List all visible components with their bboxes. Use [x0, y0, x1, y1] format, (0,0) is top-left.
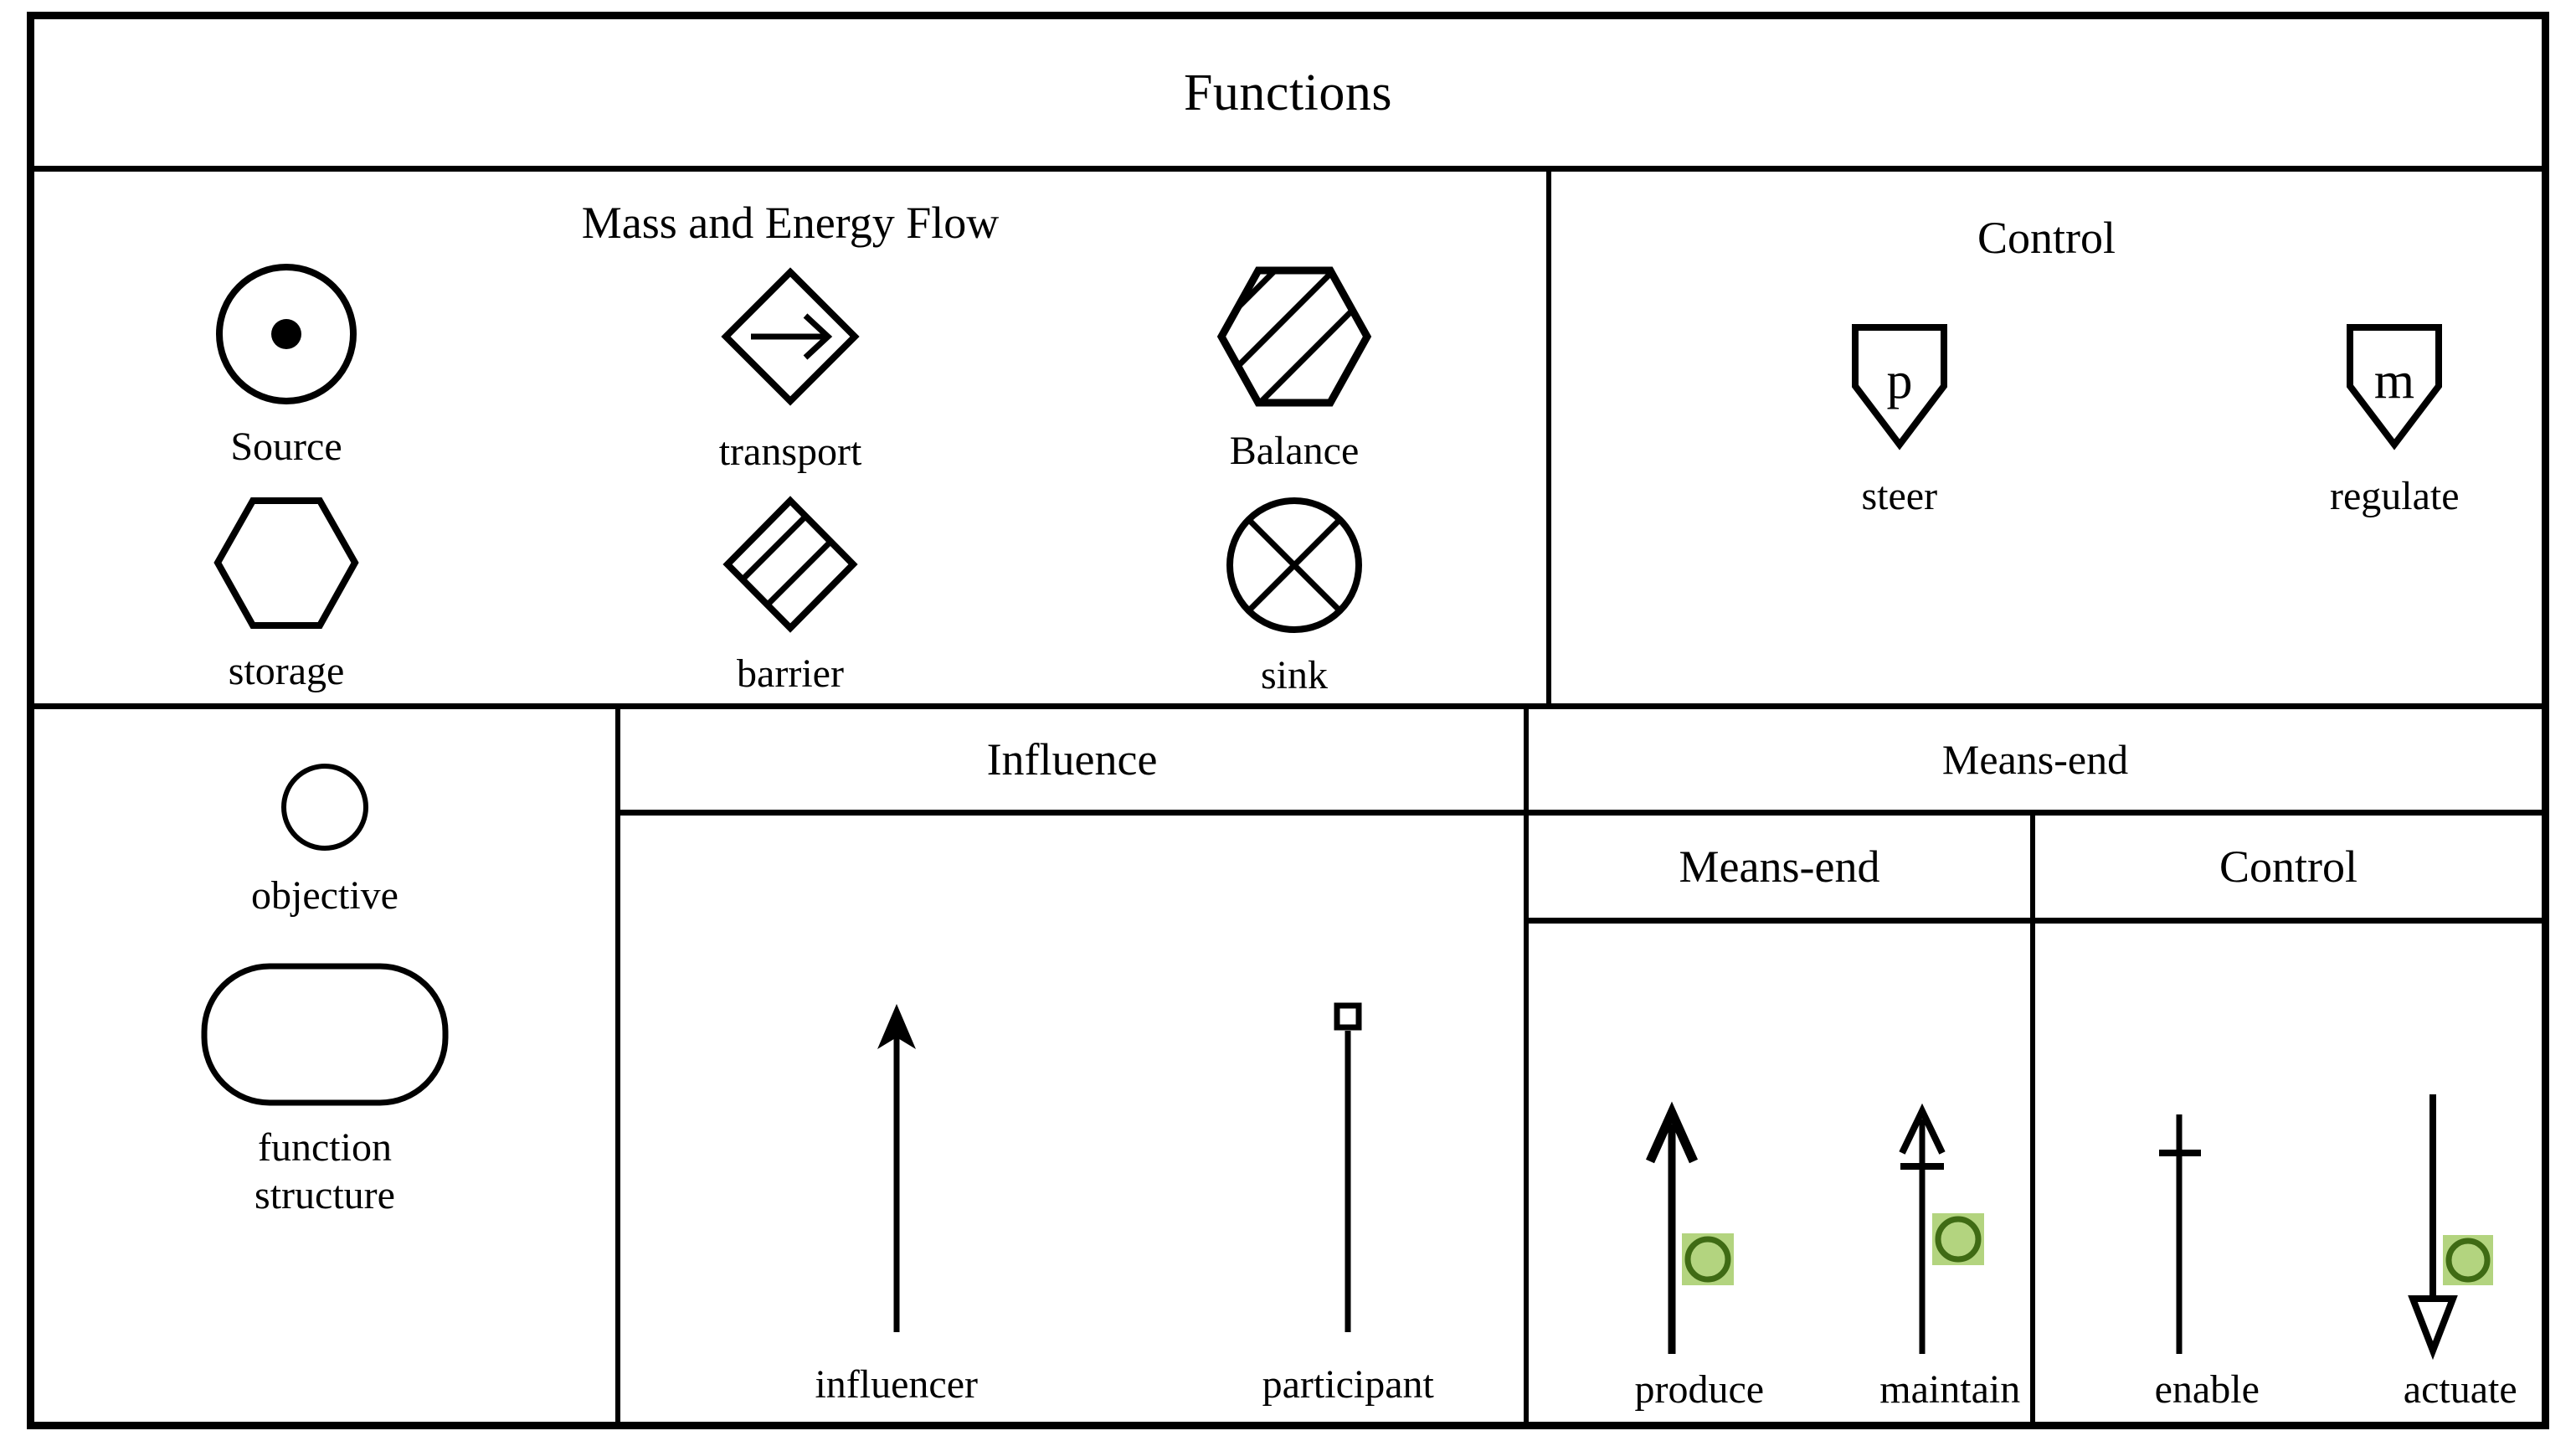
section-heading-mass-energy: Mass and Energy Flow [581, 198, 1000, 248]
svg-text:m: m [2374, 353, 2414, 409]
symbol-label-line2: structure [255, 1172, 395, 1217]
symbol-label: produce [1634, 1367, 1765, 1413]
section-control-top: Control p steer [1551, 172, 2542, 703]
mass-energy-row-2: storage [34, 494, 1546, 697]
symbol-label-line1: function [258, 1124, 392, 1170]
circle-outline-icon [279, 761, 371, 853]
green-circle-marker [1932, 1213, 1985, 1266]
section-heading-control-top: Control [1977, 213, 2116, 263]
symbol-label: objective [251, 873, 398, 918]
means-end-header-cell: Means-end [1529, 709, 2542, 816]
influence-header-cell: Influence [620, 709, 1524, 816]
section-mass-and-energy-flow: Mass and Energy Flow Source [34, 172, 1551, 703]
symbol-label: enable [2154, 1367, 2260, 1413]
symbol-label: sink [1260, 652, 1328, 697]
green-circle-marker [1681, 1233, 1734, 1286]
symbol-label: storage [228, 648, 345, 693]
means-end-subcolumns: Means-end [1529, 816, 2542, 1422]
up-arrow-open-head-crossbar-icon [1895, 1103, 2004, 1357]
symbol-regulate[interactable]: m regulate [2172, 321, 2576, 518]
symbol-label: Source [230, 425, 342, 469]
symbol-source[interactable]: Source [37, 259, 536, 469]
subsection-control: Control enable [2035, 816, 2542, 1422]
sub-control-header-cell: Control [2035, 816, 2542, 924]
symbol-label: Balance [1229, 429, 1360, 473]
symbol-steer[interactable]: p steer [1677, 321, 2122, 518]
symbol-enable[interactable]: enable [2080, 924, 2334, 1422]
symbol-barrier[interactable]: barrier [541, 494, 1040, 696]
stadium-icon [199, 961, 450, 1108]
table-title-row: Functions [34, 19, 2542, 172]
symbol-label: transport [718, 430, 862, 474]
sub-means-end-body: produce [1529, 924, 2121, 1422]
line-with-crossbar-icon [2152, 1106, 2261, 1357]
section-heading-means-end: Means-end [1941, 736, 2129, 783]
symbol-actuate[interactable]: actuate [2334, 924, 2576, 1422]
hexagon-striped-icon [1215, 264, 1374, 410]
symbol-storage[interactable]: storage [37, 494, 536, 693]
symbol-produce[interactable]: produce [1574, 924, 1825, 1422]
symbol-label: barrier [737, 651, 844, 696]
subsection-heading-means-end: Means-end [1679, 841, 1880, 892]
top-row: Mass and Energy Flow Source [34, 172, 2542, 709]
symbol-label: actuate [2403, 1367, 2517, 1413]
subsection-heading-control: Control [2219, 841, 2357, 892]
symbol-label: function structure [255, 1124, 395, 1219]
symbol-maintain[interactable]: maintain [1825, 924, 2076, 1422]
sub-means-end-header-cell: Means-end [1529, 816, 2030, 924]
symbol-participant[interactable]: participant [1123, 816, 1575, 1422]
bottom-row: objective function structure [34, 709, 2542, 1422]
section-influence: Influence influencer [620, 709, 1529, 1422]
line-with-square-top-icon [1319, 1001, 1377, 1335]
circle-with-dot-icon [211, 259, 362, 409]
section-objects: objective function structure [34, 709, 620, 1422]
symbol-label: participant [1262, 1362, 1434, 1408]
pennant-m-icon: m [2332, 321, 2457, 450]
control-top-row: p steer m regulate [1551, 321, 2576, 518]
symbol-label: regulate [2329, 474, 2460, 518]
symbol-sink[interactable]: sink [1045, 494, 1544, 697]
symbol-balance[interactable]: Balance [1045, 259, 1544, 473]
sub-control-body: enable [2035, 924, 2576, 1422]
section-means-end: Means-end Means-end [1529, 709, 2542, 1422]
legend-table: Functions Mass and Energy Flow [27, 12, 2549, 1429]
symbol-objective[interactable]: objective [251, 761, 398, 918]
down-arrow-hollow-triangle-icon [2406, 1089, 2515, 1361]
subsection-means-end: Means-end [1529, 816, 2035, 1422]
up-arrow-open-head-icon [1645, 1101, 1754, 1357]
page-title: Functions [1183, 64, 1393, 121]
symbol-label: maintain [1879, 1367, 2021, 1413]
diamond-with-right-arrow-icon [719, 265, 861, 408]
circle-with-cross-icon [1223, 494, 1365, 636]
up-arrow-solid-head-icon [867, 1001, 926, 1335]
diamond-striped-icon [719, 494, 861, 635]
pennant-p-icon: p [1837, 321, 1962, 450]
green-circle-marker [2442, 1235, 2493, 1286]
symbol-function-structure[interactable]: function structure [199, 961, 450, 1219]
section-heading-influence: Influence [986, 734, 1158, 785]
influence-body: influencer participant [620, 816, 1624, 1422]
symbol-label: steer [1861, 474, 1938, 518]
symbol-influencer[interactable]: influencer [671, 816, 1123, 1422]
svg-text:p: p [1886, 353, 1912, 409]
hexagon-icon [211, 494, 362, 632]
symbol-transport[interactable]: transport [541, 259, 1040, 474]
symbol-label: influencer [815, 1362, 979, 1408]
mass-energy-row-1: Source transport [34, 259, 1546, 474]
